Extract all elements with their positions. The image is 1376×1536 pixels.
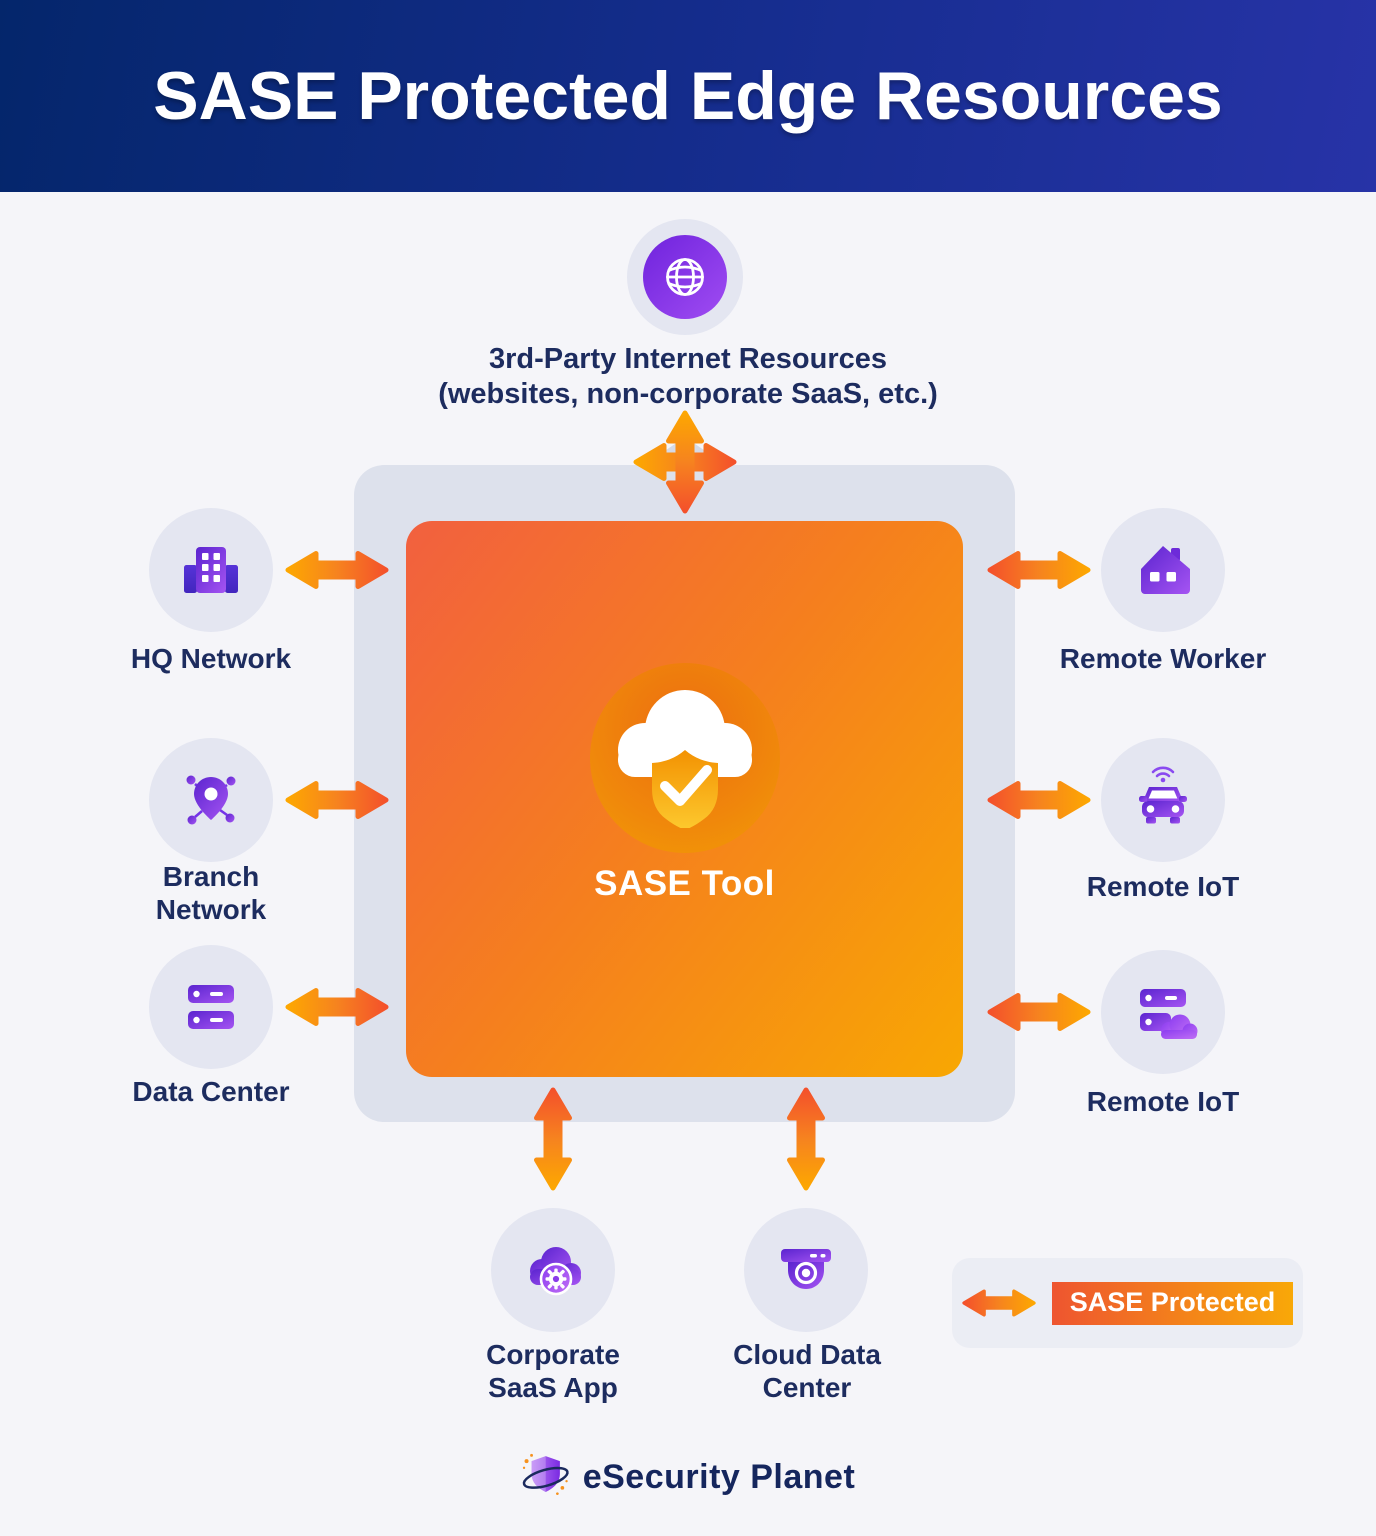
header-banner: SASE Protected Edge Resources [0,0,1376,192]
branch-network-label: Branch Network [155,861,267,926]
node-cloud-dc-circle [744,1208,868,1332]
arrow-branch [285,780,389,820]
arrow-hq [285,550,389,590]
server-rack-icon [188,985,234,1029]
home-icon [1141,546,1190,594]
node-saas-circle [491,1208,615,1332]
footer-brand: eSecurity Planet [521,1448,856,1506]
internet-label-line2: (websites, non-corporate SaaS, etc.) [438,377,938,410]
arrow-saas [533,1087,573,1191]
arrow-cloud-dc [786,1087,826,1191]
data-center-label: Data Center [132,1076,290,1107]
globe-disc [643,235,727,319]
cloud-shield-check-icon [618,690,752,828]
dome-camera-icon [781,1249,831,1289]
arrow-internet-overlay [665,410,705,514]
node-branch-circle [149,738,273,862]
arrow-remote-iot-server [987,992,1091,1032]
node-remote-iot-car-circle [1101,738,1225,862]
arrow-remote-iot [987,780,1091,820]
page-title: SASE Protected Edge Resources [153,58,1223,134]
arrow-remote-worker [987,550,1091,590]
brand-name: eSecurity Planet [582,1457,856,1496]
connected-car-icon [1139,766,1187,824]
arrow-datacenter [285,987,389,1027]
cloud-data-center-label: Cloud Data Center [733,1339,881,1404]
remote-worker-label: Remote Worker [1059,643,1267,674]
remote-iot-server-label: Remote IoT [1086,1086,1240,1117]
double-arrow-icon [962,1289,1036,1317]
node-datacenter-circle [149,945,273,1069]
node-remote-iot-server-circle [1101,950,1225,1074]
shield-orbit-logo-icon [522,1453,569,1495]
internet-label-line1: 3rd-Party Internet Resources [488,343,888,375]
globe-icon [666,258,704,296]
server-cloud-icon [1140,989,1198,1039]
corporate-saas-label: Corporate SaaS App [486,1339,620,1404]
branch-map-pin-icon [186,775,236,825]
office-building-icon [184,547,238,593]
node-remote-worker-circle [1101,508,1225,632]
hq-network-label: HQ Network [130,643,292,674]
sase-tool-label: SASE Tool [594,864,775,903]
node-hq-circle [149,508,273,632]
node-internet-circle [627,219,743,335]
legend-panel: SASE Protected [952,1258,1303,1348]
internet-node-label: 3rd-Party Internet Resources (websites, … [438,342,938,412]
remote-iot-label: Remote IoT [1086,871,1240,902]
cloud-gear-icon [530,1247,581,1296]
legend-badge: SASE Protected [1051,1281,1294,1325]
